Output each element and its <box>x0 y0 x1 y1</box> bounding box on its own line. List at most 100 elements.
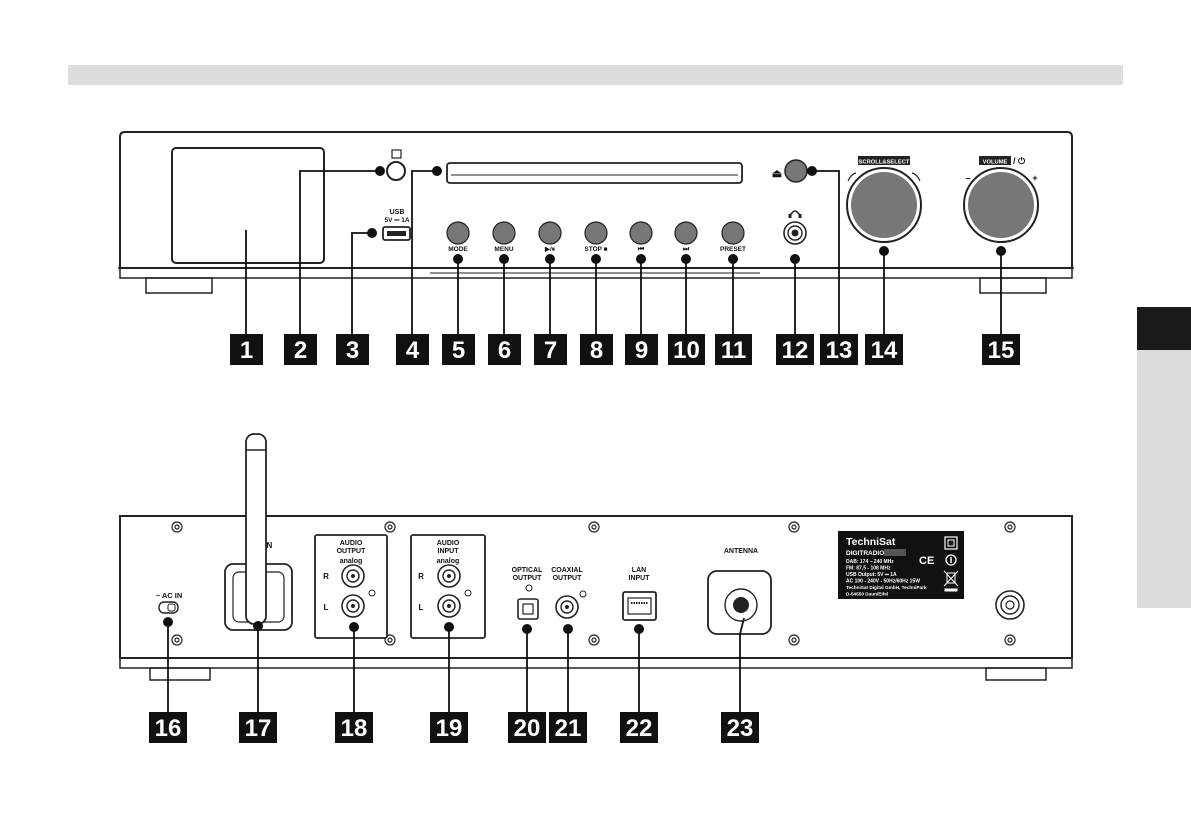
audio-input-led <box>464 589 472 597</box>
callout-15 <box>982 334 1020 365</box>
rating-line-1: DAB: 174 – 240 MHz <box>846 559 894 565</box>
optical-output-port-inner <box>522 603 534 615</box>
callout-12-text: 12 <box>782 337 809 364</box>
front-chassis <box>119 131 1073 269</box>
rear-foot-left <box>149 667 211 681</box>
callout-12 <box>776 334 814 365</box>
next-button[interactable] <box>674 221 698 245</box>
stop-button[interactable] <box>584 221 608 245</box>
callout-2 <box>284 334 317 365</box>
audio-input-l-label: L <box>419 603 424 612</box>
next-label: ⏭ <box>683 246 690 253</box>
antenna-socket[interactable] <box>733 597 749 613</box>
callout-13-text: 13 <box>826 337 853 364</box>
scroll-select-label: SCROLL&SELECT <box>859 160 910 166</box>
callout-14-text: 14 <box>871 337 898 364</box>
rear-panel: ~ AC IN W-LAN AUDIO OUTPUT analog R L AU… <box>119 433 1073 681</box>
ground-terminal-core <box>1005 600 1015 610</box>
eject-button[interactable] <box>784 159 808 183</box>
optical-led <box>525 584 533 592</box>
eject-icon: ⏏ <box>772 168 783 180</box>
coaxial-led <box>579 590 587 598</box>
callout-8-text: 8 <box>590 337 603 364</box>
callout-10-text: 10 <box>673 337 700 364</box>
ac-in-label: ~ AC IN <box>156 591 183 600</box>
usb-label: USB <box>390 209 405 216</box>
callout-21 <box>549 712 587 743</box>
coaxial-output-label-1: COAXIAL <box>551 567 583 574</box>
volume-power-label: / ⏻ <box>1013 156 1026 166</box>
callout-18-text: 18 <box>341 715 368 742</box>
lan-input-port-inner <box>627 597 652 615</box>
usb-rating: 5V ⎓ 1A <box>384 217 409 224</box>
callout-10 <box>668 334 705 365</box>
front-callout-dots <box>367 166 1006 264</box>
callout-19 <box>430 712 468 743</box>
audio-input-l-jack-pin <box>447 604 451 608</box>
callout-11 <box>715 334 752 365</box>
audio-input-r-label: R <box>418 572 424 581</box>
scroll-left-arrow-icon <box>847 172 857 182</box>
rating-model: DIGITRADIO <box>846 550 884 557</box>
rating-line-6: D-54550 Daun/Eifel <box>846 592 888 597</box>
rating-brand: TechniSat <box>846 536 896 548</box>
front-buttons: MODE MENU ▶/⏸ STOP ■ ⏮ ⏭ PRESET <box>446 221 746 253</box>
standby-button[interactable] <box>386 161 406 181</box>
play-pause-button[interactable] <box>538 221 562 245</box>
audio-input-r-jack-pin <box>447 574 451 578</box>
volume-tag <box>979 156 1011 165</box>
menu-button[interactable] <box>492 221 516 245</box>
preset-button[interactable] <box>721 221 745 245</box>
cd-slot[interactable] <box>446 162 743 184</box>
front-callouts: 1 2 3 4 5 6 7 8 9 10 11 12 13 14 15 <box>230 334 1020 365</box>
callout-17 <box>239 712 277 743</box>
callout-5-text: 5 <box>452 337 465 364</box>
display-screen <box>171 147 325 264</box>
audio-input-sub: analog <box>437 558 460 565</box>
prev-button[interactable] <box>629 221 653 245</box>
callout-18 <box>335 712 373 743</box>
callout-11-text: 11 <box>721 337 746 364</box>
callout-14 <box>865 334 903 365</box>
class-ii-icon <box>944 536 958 550</box>
power-switch-toggle <box>167 603 176 612</box>
callout-2-text: 2 <box>294 337 307 364</box>
chapter-tab-strip <box>1137 350 1191 608</box>
usb-port-inner <box>387 231 406 236</box>
callout-9 <box>625 334 658 365</box>
wlan-antenna[interactable] <box>245 433 267 625</box>
scroll-select-knob-face <box>851 172 917 238</box>
coaxial-output-label-2: OUTPUT <box>553 575 583 582</box>
mode-button[interactable] <box>446 221 470 245</box>
play-pause-label: ▶/⏸ <box>544 246 555 253</box>
audio-output-l-jack-pin <box>351 604 355 608</box>
callout-17-text: 17 <box>245 715 272 742</box>
lan-input-label-2: INPUT <box>629 575 651 582</box>
audio-output-sub: analog <box>340 558 363 565</box>
audio-input-title-1: AUDIO <box>437 540 460 547</box>
alert-mark-icon <box>945 554 957 566</box>
headphone-jack-hole <box>791 229 799 237</box>
callout-7 <box>534 334 567 365</box>
callout-4 <box>396 334 429 365</box>
front-panel: USB 5V ⎓ 1A ⏏ MODE MENU ▶/⏸ STOP ■ ⏮ ⏭ P… <box>118 131 1074 294</box>
callout-20 <box>508 712 546 743</box>
rating-line-2: FM: 87,5 - 108 MHz <box>846 566 891 572</box>
headphones-icon <box>788 210 802 218</box>
volume-knob-face <box>968 172 1034 238</box>
callout-7-text: 7 <box>544 337 557 364</box>
rear-callout-dots <box>163 617 644 634</box>
callout-16 <box>149 712 187 743</box>
callout-6 <box>488 334 521 365</box>
audio-output-title-1: AUDIO <box>340 540 363 547</box>
stop-label: STOP ■ <box>584 246 607 253</box>
callout-3-text: 3 <box>346 337 359 364</box>
scroll-select-tag <box>858 156 910 165</box>
rear-callouts: 16 17 18 19 20 21 22 23 <box>149 712 759 743</box>
callout-22-text: 22 <box>626 715 653 742</box>
rear-screws <box>171 521 1016 646</box>
callout-23-text: 23 <box>727 715 754 742</box>
front-foot-left <box>145 277 213 294</box>
prev-label: ⏮ <box>638 246 645 253</box>
callout-19-text: 19 <box>436 715 463 742</box>
